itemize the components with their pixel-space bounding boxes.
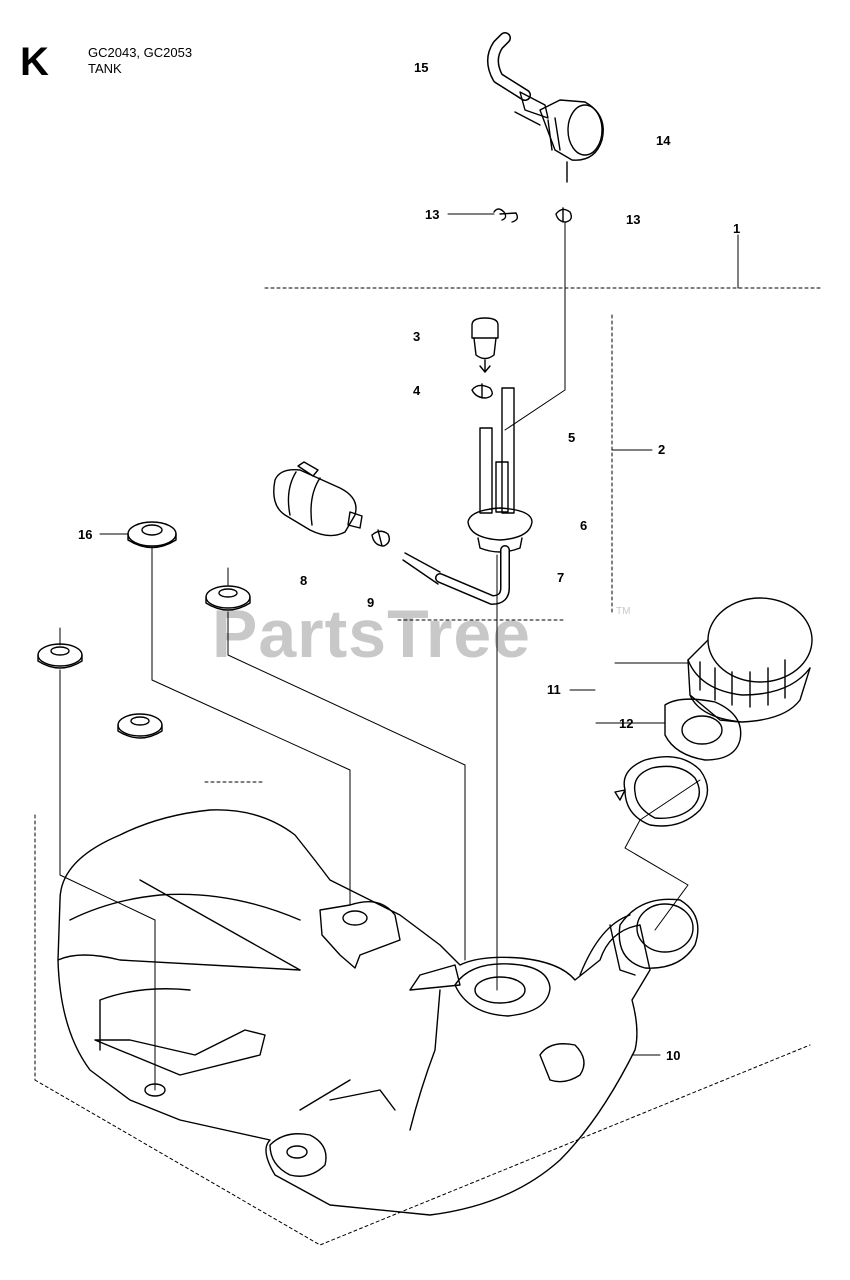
valve-part-3: [471, 317, 499, 373]
washer-part-16a: [127, 521, 177, 549]
washer-part-16c: [37, 643, 83, 669]
hose-clip-part-13a: [493, 208, 519, 223]
seal-ring: [614, 756, 709, 827]
callout-13b: 13: [626, 212, 641, 227]
callout-5: 5: [568, 430, 576, 445]
callout-11: 11: [547, 682, 561, 697]
grommet-part-6: [467, 507, 533, 553]
watermark: PartsTree: [212, 596, 531, 672]
callout-2: 2: [658, 442, 666, 457]
section-letter: K: [20, 40, 49, 84]
fuel-pipes-part-5: [479, 387, 515, 514]
primer-hose-part-15: [487, 32, 531, 101]
callout-14: 14: [656, 133, 671, 148]
callout-7: 7: [557, 570, 565, 585]
gasket-part-12: [664, 698, 742, 761]
fuel-filter-part-8: [273, 461, 363, 537]
group-boundary-lines: [34, 287, 821, 1246]
callout-16: 16: [78, 527, 93, 542]
callout-6: 6: [580, 518, 588, 533]
washer-leader-lines: [59, 547, 466, 1091]
watermark-tm: TM: [616, 606, 631, 617]
callout-4: 4: [413, 383, 421, 398]
primer-bulb-part-14: [514, 91, 604, 183]
hose-clip-part-13b: [555, 207, 573, 223]
washer-part-16b: [205, 585, 251, 611]
callout-8: 8: [300, 573, 308, 588]
callout-13a: 13: [425, 207, 440, 222]
callout-15: 15: [414, 60, 429, 75]
callout-leader-lines: [99, 213, 739, 1056]
callout-10: 10: [666, 1048, 681, 1063]
callout-3: 3: [413, 329, 421, 344]
washer-part-16d: [117, 713, 163, 739]
callout-12: 12: [619, 716, 634, 731]
model-numbers: GC2043, GC2053: [88, 45, 193, 60]
callout-9: 9: [367, 595, 375, 610]
callout-1: 1: [733, 221, 741, 236]
fuel-pipe-part-7: [402, 545, 510, 605]
section-name: TANK: [88, 61, 122, 76]
tank-cap-part-11: [687, 597, 813, 723]
clip-part-9: [371, 529, 391, 547]
fuel-tank-part-10: [57, 809, 699, 1216]
clip-part-4: [471, 383, 493, 399]
